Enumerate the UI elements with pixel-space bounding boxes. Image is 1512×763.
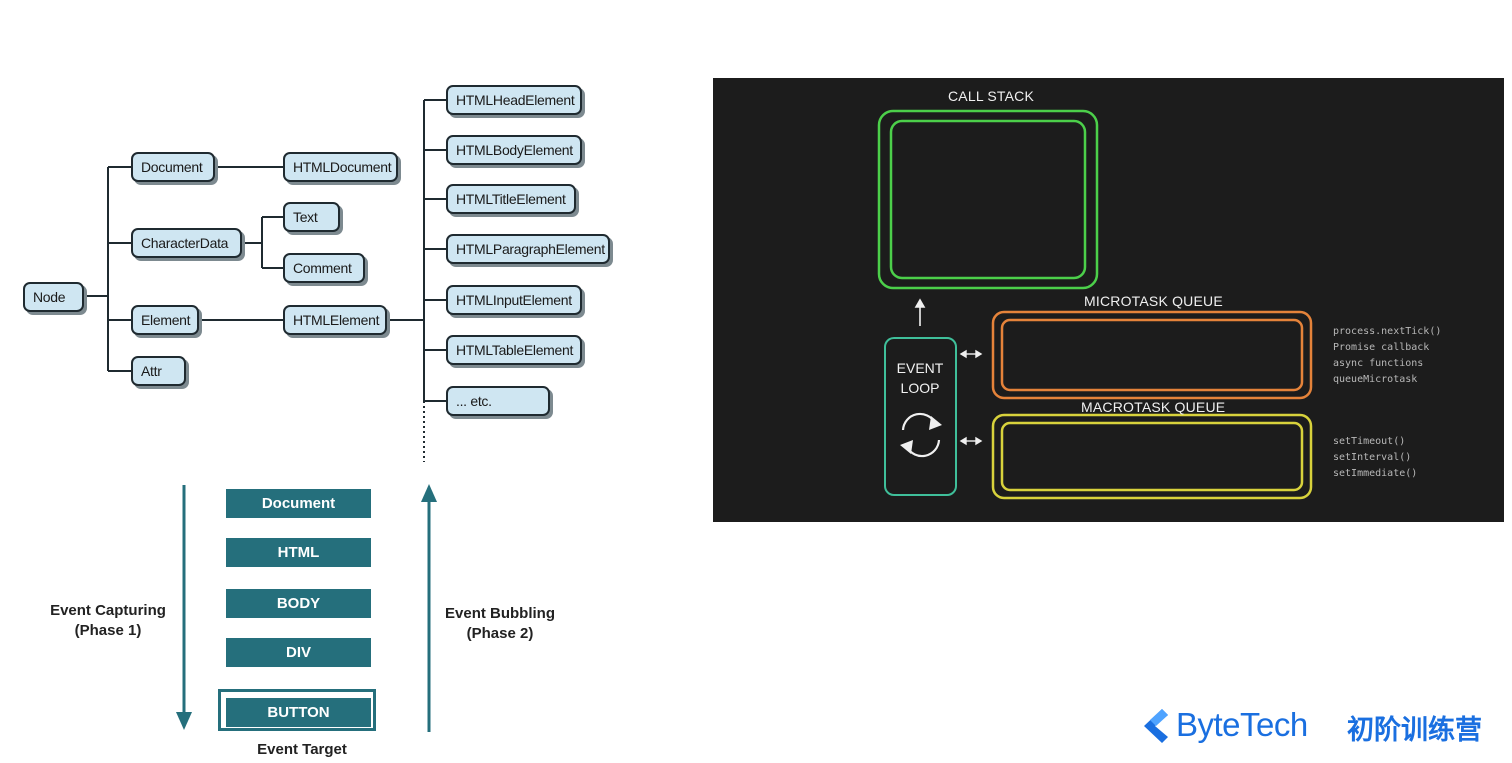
- event-loop-box: [884, 337, 957, 496]
- capturing-label-phase: (Phase 1): [74, 622, 142, 639]
- node-document: Document: [131, 152, 215, 182]
- bubbling-label: Event Bubbling (Phase 2): [432, 604, 568, 644]
- up-arrow: [914, 298, 926, 326]
- capturing-arrow: [176, 485, 192, 730]
- macrotask-queue-label: MACROTASK QUEUE: [1081, 399, 1226, 415]
- tree-connector-lines: [84, 99, 446, 462]
- double-arrow-micro: [959, 349, 983, 359]
- event-layer-body: BODY: [226, 589, 371, 618]
- node-etc: ... etc.: [446, 386, 550, 416]
- macrotask-source: setInterval(): [1333, 452, 1412, 463]
- event-loop-label: EVENT LOOP: [884, 358, 956, 398]
- event-loop-label-line1: EVENT: [896, 360, 944, 376]
- event-loop-panel: CALL STACK MICROTASK QUEUE MACROTASK QUE…: [713, 78, 1504, 522]
- dom-hierarchy-diagram: Node Document CharacterData Element Attr…: [0, 0, 640, 470]
- capturing-label: Event Capturing (Phase 1): [38, 601, 178, 641]
- macrotask-source: setTimeout(): [1333, 436, 1406, 447]
- node-html-element: HTMLElement: [283, 305, 387, 335]
- event-layer-html: HTML: [226, 538, 371, 567]
- call-stack-label: CALL STACK: [948, 88, 1035, 104]
- event-target-frame: [218, 689, 376, 731]
- event-layer-div: DIV: [226, 638, 371, 667]
- microtask-source: async functions: [1333, 358, 1424, 369]
- node-comment: Comment: [283, 253, 365, 283]
- node-html-head-element: HTMLHeadElement: [446, 85, 582, 115]
- node-html-table-element: HTMLTableElement: [446, 335, 582, 365]
- event-layer-document: Document: [226, 489, 371, 518]
- cycle-icon: [900, 412, 942, 458]
- microtask-queue-label: MICROTASK QUEUE: [1084, 293, 1223, 309]
- microtask-source: process.nextTick(): [1333, 326, 1442, 337]
- bytetech-logo-icon: [1144, 709, 1168, 743]
- node-element: Element: [131, 305, 199, 335]
- event-target-label: Event Target: [257, 741, 347, 758]
- microtask-source: queueMicrotask: [1333, 374, 1418, 385]
- macrotask-queue-box: [991, 413, 1313, 500]
- brand-subtitle: 初阶训练营: [1347, 715, 1482, 746]
- node-html-input-element: HTMLInputElement: [446, 285, 582, 315]
- node-node: Node: [23, 282, 84, 312]
- microtask-sources: process.nextTick() Promise callback asyn…: [1333, 324, 1441, 388]
- macrotask-source: setImmediate(): [1333, 468, 1418, 479]
- bubbling-label-title: Event Bubbling: [445, 605, 555, 622]
- event-layer-button: BUTTON: [226, 698, 371, 727]
- node-text: Text: [283, 202, 340, 232]
- node-attr: Attr: [131, 356, 186, 386]
- capturing-label-title: Event Capturing: [50, 602, 166, 619]
- node-character-data: CharacterData: [131, 228, 242, 258]
- event-loop-label-line2: LOOP: [900, 380, 940, 396]
- double-arrow-macro: [959, 436, 983, 446]
- node-html-title-element: HTMLTitleElement: [446, 184, 576, 214]
- microtask-source: Promise callback: [1333, 342, 1430, 353]
- node-html-body-element: HTMLBodyElement: [446, 135, 582, 165]
- call-stack-box: [877, 109, 1099, 290]
- microtask-queue-box: [991, 310, 1313, 400]
- bubbling-arrow: [421, 484, 437, 732]
- brand-name: ByteTech: [1176, 706, 1308, 743]
- event-loop-graphics: [877, 109, 1313, 500]
- bubbling-label-phase: (Phase 2): [466, 625, 534, 642]
- macrotask-sources: setTimeout() setInterval() setImmediate(…: [1333, 434, 1417, 482]
- node-html-document: HTMLDocument: [283, 152, 398, 182]
- node-html-paragraph-element: HTMLParagraphElement: [446, 234, 610, 264]
